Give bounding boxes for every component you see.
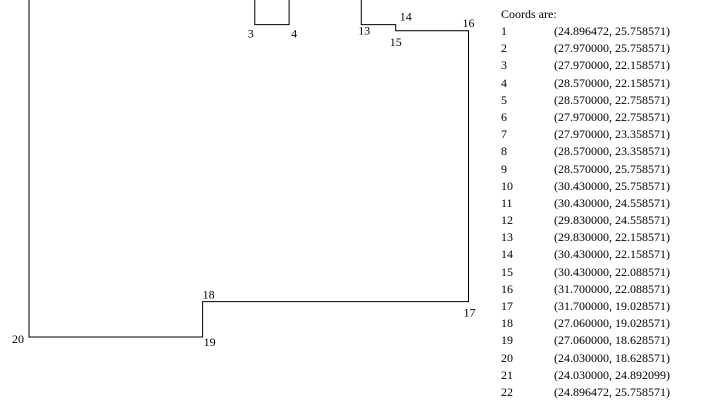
coord-index: 9: [501, 161, 507, 176]
coord-index: 21: [501, 367, 513, 382]
coord-index: 7: [501, 127, 507, 142]
coords-title: Coords are:: [501, 7, 557, 21]
coord-index: 18: [501, 316, 513, 331]
coord-value: (30.430000, 22.158571): [554, 247, 670, 262]
vertex-label-20: 20: [12, 332, 24, 346]
coord-index: 10: [501, 178, 513, 193]
coord-row: 14 (30.430000, 22.158571): [501, 246, 706, 263]
polygon-path: [28, 0, 469, 338]
coord-value: (27.060000, 18.628571): [554, 333, 670, 348]
coord-value: (24.030000, 24.892099): [554, 367, 670, 382]
coord-row: 18 (27.060000, 19.028571): [501, 315, 706, 332]
coord-row: 11 (30.430000, 24.558571): [501, 195, 706, 212]
vertex-label-19: 19: [204, 335, 216, 349]
coord-index: 17: [501, 299, 513, 313]
coord-index: 11: [501, 195, 513, 210]
coord-index: 14: [501, 247, 513, 262]
vertex-label-16: 16: [463, 16, 475, 30]
coord-index: 8: [501, 144, 507, 159]
vertex-label-4: 4: [291, 27, 297, 41]
vertex-label-3: 3: [248, 27, 254, 41]
coord-value: (24.896472, 25.758571): [554, 384, 670, 399]
coord-value: (27.970000, 23.358571): [554, 127, 670, 142]
coord-row: 17 (31.700000, 19.028571): [501, 298, 706, 315]
coord-value: (30.430000, 22.088571): [554, 264, 670, 279]
coord-row: 5 (28.570000, 22.758571): [501, 92, 706, 109]
coordinate-list: Coords are: 1 (24.896472, 25.758571) 2 (27.…: [501, 5, 706, 401]
coord-value: (27.970000, 25.758571): [554, 41, 670, 56]
coord-row: 10 (30.430000, 25.758571): [501, 178, 706, 195]
coord-row: 1 (24.896472, 25.758571): [501, 23, 706, 40]
coord-value: (29.830000, 24.558571): [554, 213, 670, 228]
coord-index: 19: [501, 333, 513, 348]
coord-index: 20: [501, 350, 513, 365]
coord-value: (24.030000, 18.628571): [554, 350, 670, 365]
coord-row: 16 (31.700000, 22.088571): [501, 281, 706, 298]
coord-row: 2 (27.970000, 25.758571): [501, 40, 706, 57]
coord-row: 7 (27.970000, 23.358571): [501, 126, 706, 143]
coord-value: (28.570000, 22.758571): [554, 92, 670, 107]
coord-value: (31.700000, 19.028571): [554, 299, 670, 313]
coord-value: (27.970000, 22.758571): [554, 109, 670, 124]
coord-value: (29.830000, 22.158571): [554, 230, 670, 245]
vertex-label-14: 14: [400, 10, 412, 24]
coord-row: 3 (27.970000, 22.158571): [501, 57, 706, 74]
coord-index: 2: [501, 41, 507, 56]
vertex-label-13: 13: [358, 24, 370, 38]
coord-value: (28.570000, 23.358571): [554, 144, 670, 159]
coord-value: (27.970000, 22.158571): [554, 58, 670, 73]
coord-value: (30.430000, 24.558571): [554, 195, 670, 210]
coord-index: 12: [501, 213, 513, 228]
vertex-label-15: 15: [390, 35, 402, 49]
coord-index: 6: [501, 109, 507, 124]
polygon-outline: [28, 0, 469, 338]
coord-value: (30.430000, 25.758571): [554, 178, 670, 193]
coord-index: 15: [501, 264, 513, 279]
coord-value: (24.896472, 25.758571): [554, 24, 670, 38]
vertex-label-18: 18: [203, 288, 215, 302]
coord-index: 5: [501, 92, 507, 107]
coord-value: (28.570000, 25.758571): [554, 161, 670, 176]
vertex-label-17: 17: [464, 306, 476, 320]
coord-row: 9 (28.570000, 25.758571): [501, 161, 706, 178]
coord-row: 8 (28.570000, 23.358571): [501, 143, 706, 160]
coord-row: 19 (27.060000, 18.628571): [501, 332, 706, 349]
coord-index: 16: [501, 281, 513, 296]
coord-row: 21 (24.030000, 24.892099): [501, 367, 706, 384]
coord-index: 22: [501, 384, 513, 399]
coord-row: 15 (30.430000, 22.088571): [501, 264, 706, 281]
coord-row: 22 (24.896472, 25.758571): [501, 384, 706, 401]
coord-row: 4 (28.570000, 22.158571): [501, 75, 706, 92]
coord-index: 1: [501, 24, 507, 38]
coord-value: (27.060000, 19.028571): [554, 316, 670, 331]
coord-index: 3: [501, 58, 507, 73]
vertex-labels: 123456789101112131415161718192022: [12, 10, 476, 349]
coord-row: 20 (24.030000, 18.628571): [501, 350, 706, 367]
coord-index: 4: [501, 75, 507, 90]
coord-row: 13 (29.830000, 22.158571): [501, 229, 706, 246]
coord-row: 12 (29.830000, 24.558571): [501, 212, 706, 229]
coord-index: 13: [501, 230, 513, 245]
coord-value: (28.570000, 22.158571): [554, 75, 670, 90]
coord-row: 6 (27.970000, 22.758571): [501, 109, 706, 126]
coord-value: (31.700000, 22.088571): [554, 281, 670, 296]
